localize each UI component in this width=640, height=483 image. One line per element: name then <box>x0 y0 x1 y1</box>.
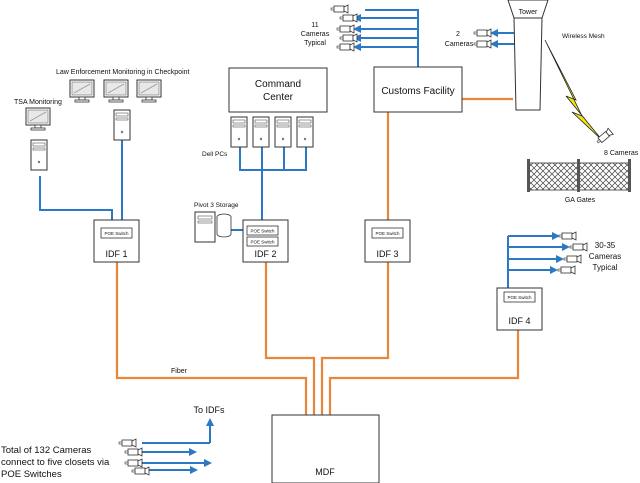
idf1: POE Switch IDF 1 <box>93 219 140 263</box>
total-cameras <box>118 438 150 476</box>
fiber-idf1-mdf <box>115 262 308 415</box>
fiber-label: Fiber <box>171 368 188 375</box>
idf4-cameras <box>557 231 588 275</box>
tower-structure <box>507 0 549 111</box>
customs-camera-trunk <box>365 9 419 68</box>
law-enforcement-monitors <box>69 79 162 141</box>
camera-icon <box>558 231 577 241</box>
cams-11-label-2: Cameras <box>301 31 330 38</box>
ethernet-links <box>39 9 419 231</box>
command-center-label-1: Command <box>255 79 301 90</box>
customs-camera-arrows <box>353 14 380 51</box>
pivot-storage-label: Pivot 3 Storage <box>194 202 239 209</box>
camera-icon <box>339 13 358 23</box>
camera-icon <box>336 24 355 34</box>
to-idfs-label: To IDFs <box>193 405 225 415</box>
camera-icon <box>336 42 355 52</box>
customs-camera-feed <box>365 17 418 48</box>
camera-icon <box>563 254 582 264</box>
poe-switch-label: POE Switch <box>375 231 400 236</box>
total-cameras-label-3: POE Switches <box>1 469 62 480</box>
mdf-label: MDF <box>315 467 335 477</box>
idf3: POE Switch IDF 3 <box>364 219 411 263</box>
idf1-label: IDF 1 <box>105 249 127 259</box>
camera-icon <box>473 39 492 49</box>
idf3-label: IDF 3 <box>376 249 398 259</box>
cams-8-label: 8 Cameras <box>604 150 639 157</box>
poe-switch-label: POE Switch <box>104 231 129 236</box>
ga-gates-fence <box>527 159 631 192</box>
dell-pc-link <box>239 140 307 228</box>
customs-cameras <box>330 4 358 52</box>
fiber-links <box>115 97 520 415</box>
cams-30-label-1: 30-35 <box>595 241 616 250</box>
camera-icon <box>339 33 358 43</box>
command-center-label-2: Center <box>263 92 294 103</box>
tsa-label: TSA Monitoring <box>14 99 62 106</box>
tsa-link <box>39 176 113 228</box>
cams-30-label-3: Typical <box>593 263 618 272</box>
idf4-camera-links <box>507 232 570 288</box>
command-center-box <box>228 67 328 113</box>
camera-icon <box>124 447 143 457</box>
fiber-idf2-mdf <box>264 262 316 415</box>
cams-11-label-1: 11 <box>311 22 318 29</box>
total-cameras-label-1: Total of 132 Cameras <box>1 445 92 456</box>
customs-facility-label: Customs Facility <box>381 86 454 97</box>
idf4: POE Switch IDF 4 <box>496 287 543 331</box>
mdf-box <box>271 414 380 483</box>
dell-pcs-label: Dell PCs <box>202 151 228 158</box>
wireless-mesh-label: Wireless Mesh <box>562 33 605 40</box>
fiber-idf4-mdf <box>328 330 520 415</box>
dell-pcs <box>230 116 314 148</box>
ga-gates-label: GA Gates <box>565 197 596 204</box>
camera-icon <box>473 28 492 38</box>
total-camera-links <box>142 418 214 474</box>
tower-label: Tower <box>519 9 538 16</box>
fiber-idf3-mdf <box>320 262 390 415</box>
poe-switch-label: POE Switch <box>507 295 532 300</box>
cams-30-label-2: Cameras <box>589 252 621 261</box>
tower-camera-links <box>490 29 515 48</box>
law-enforcement-label: Law Enforcement Monitoring in Checkpoint <box>56 69 190 76</box>
tower-cameras <box>473 28 492 49</box>
wireless-cameras <box>594 127 614 146</box>
poe-switch-label: POE Switch <box>250 240 275 245</box>
cams-11-label-3: Typical <box>304 40 326 47</box>
pivot-storage <box>194 211 232 243</box>
tsa-monitoring-station <box>25 107 51 171</box>
camera-icon <box>569 242 588 252</box>
wireless-lightning-icon <box>544 39 603 141</box>
camera-icon <box>557 265 576 275</box>
idf2: POE Switch POE Switch IDF 2 <box>242 219 289 263</box>
camera-icon <box>131 466 150 476</box>
camera-icon <box>594 127 614 146</box>
customs-facility-box <box>373 66 463 113</box>
idf2-label: IDF 2 <box>254 249 276 259</box>
cams-2-label-1: 2 <box>456 31 460 38</box>
camera-icon <box>118 438 137 448</box>
total-cameras-label-2: connect to five closets via <box>1 457 110 468</box>
idf4-label: IDF 4 <box>508 316 530 326</box>
poe-switch-label: POE Switch <box>250 229 275 234</box>
camera-icon <box>124 458 143 468</box>
cams-2-label-2: Cameras <box>445 41 474 48</box>
camera-icon <box>330 4 349 14</box>
